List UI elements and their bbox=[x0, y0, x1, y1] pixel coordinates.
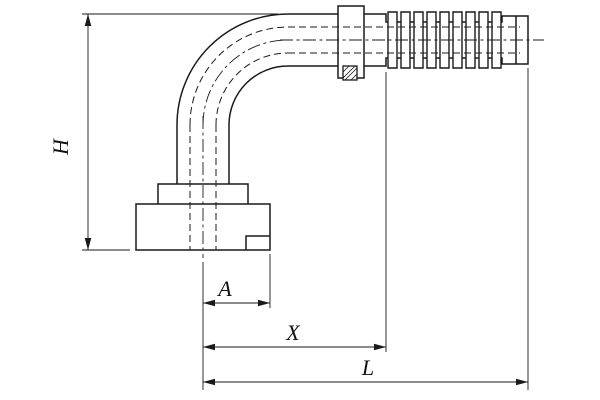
o-ring-groove bbox=[342, 65, 358, 81]
bore-hidden-lines bbox=[189, 26, 520, 250]
o-ring-hatch bbox=[342, 65, 358, 81]
dimension-x-lines bbox=[203, 72, 387, 352]
dimension-h: H bbox=[48, 13, 278, 251]
dimension-label-l: L bbox=[361, 355, 374, 380]
dimension-h-lines bbox=[82, 13, 278, 251]
dimension-a: A bbox=[203, 254, 271, 308]
dimension-a-lines bbox=[203, 254, 271, 308]
dimension-label-h: H bbox=[48, 138, 73, 156]
dimension-label-a: A bbox=[216, 276, 232, 301]
o-ring-section bbox=[342, 65, 358, 81]
dimension-x: X bbox=[203, 72, 387, 352]
centerlines bbox=[202, 39, 544, 258]
dimension-label-x: X bbox=[285, 320, 301, 345]
dimension-l-lines bbox=[203, 68, 529, 390]
dimension-l: L bbox=[203, 68, 529, 390]
